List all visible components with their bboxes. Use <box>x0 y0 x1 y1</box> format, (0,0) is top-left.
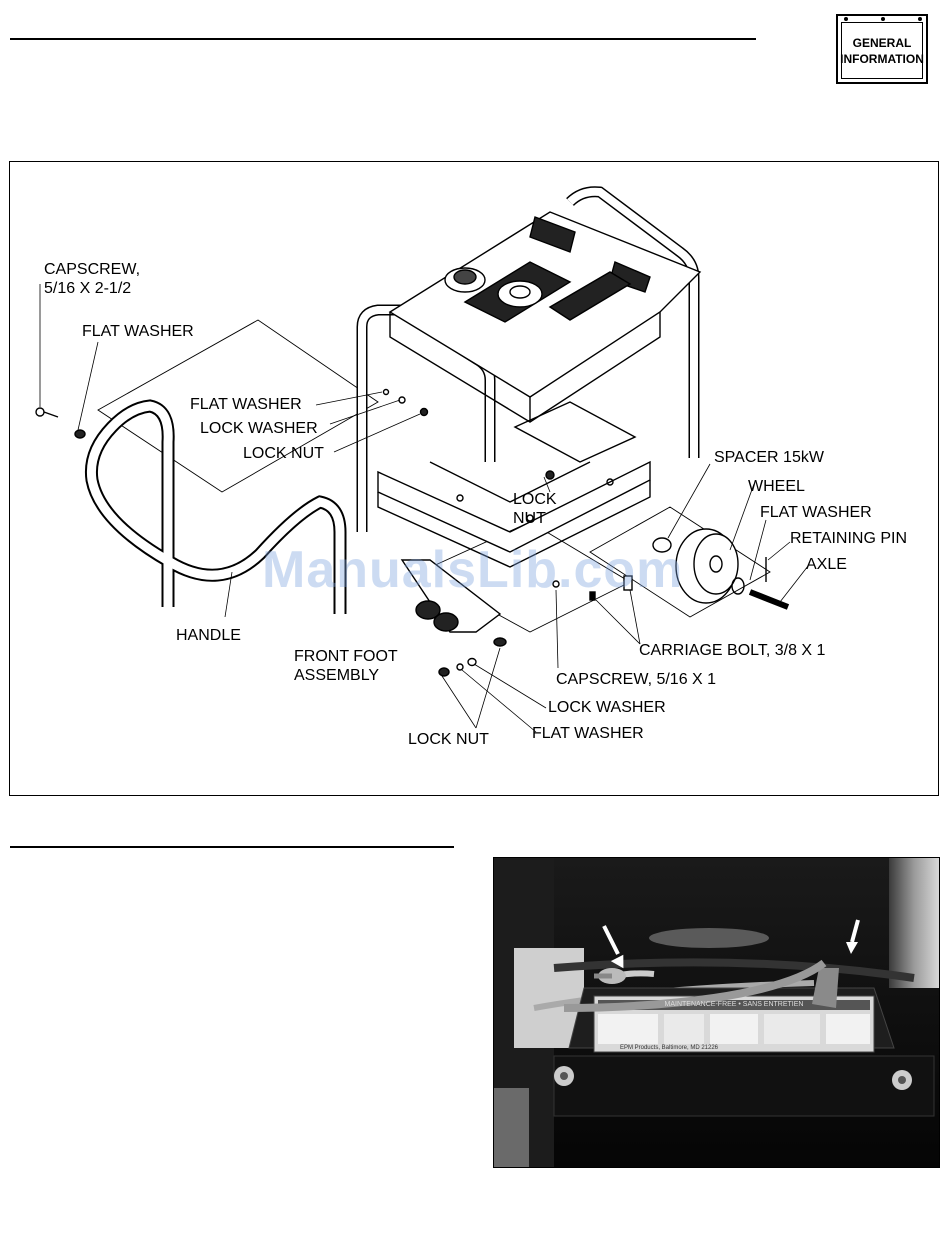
label-flat-washer-foot: FLAT WASHER <box>532 725 644 742</box>
tab-rivet-icon <box>881 17 885 21</box>
generator-exploded-diagram <box>35 186 809 733</box>
label-lock-nut-frame: LOCK NUT <box>243 445 324 462</box>
battery-photo-drawing: MAINTENANCE-FREE • SANS ENTRETIEN EPM Pr… <box>494 858 939 1167</box>
assembly-figure: CAPSCREW, 5/16 X 2-1/2 FLAT WASHER FLAT … <box>9 161 939 796</box>
header-rule <box>10 38 756 40</box>
label-front-foot-1: FRONT FOOT <box>294 648 398 665</box>
tab-rivet-icon <box>844 17 848 21</box>
label-flat-washer-wheel: FLAT WASHER <box>760 504 872 521</box>
label-capscrew-long-size: 5/16 X 2-1/2 <box>44 280 132 297</box>
battery-photo: MAINTENANCE-FREE • SANS ENTRETIEN EPM Pr… <box>493 857 940 1168</box>
label-axle: AXLE <box>806 556 847 573</box>
label-lock-washer-foot: LOCK WASHER <box>548 699 666 716</box>
section-tab: GENERAL INFORMATION <box>836 14 928 84</box>
label-lock-nut-center-2: NUT <box>513 510 546 527</box>
label-handle: HANDLE <box>176 627 241 644</box>
label-capscrew-long: CAPSCREW, <box>44 261 141 278</box>
battery-label-text: MAINTENANCE-FREE • SANS ENTRETIEN <box>665 1001 804 1008</box>
label-flat-washer-left: FLAT WASHER <box>82 323 194 340</box>
label-retaining-pin: RETAINING PIN <box>790 530 908 547</box>
battery-maker-text: EPM Products, Baltimore, MD 21226 <box>620 1045 719 1051</box>
label-spacer: SPACER 15kW <box>714 449 824 466</box>
label-capscrew-short: CAPSCREW, 5/16 X 1 <box>556 671 717 688</box>
label-front-foot-2: ASSEMBLY <box>294 667 380 684</box>
tab-rivet-icon <box>918 17 922 21</box>
label-flat-washer-frame: FLAT WASHER <box>190 396 302 413</box>
label-lock-washer-frame: LOCK WASHER <box>200 420 318 437</box>
label-carriage-bolt: CARRIAGE BOLT, 3/8 X 1 <box>639 642 826 659</box>
label-lock-nut-center-1: LOCK <box>513 491 557 508</box>
label-wheel: WHEEL <box>748 478 805 495</box>
label-lock-nut-foot: LOCK NUT <box>408 731 489 748</box>
section-tab-line2: INFORMATION <box>840 51 924 66</box>
watermark: ManualsLib.com <box>262 541 684 599</box>
section-rule <box>10 846 454 848</box>
section-tab-line1: GENERAL <box>852 35 912 50</box>
